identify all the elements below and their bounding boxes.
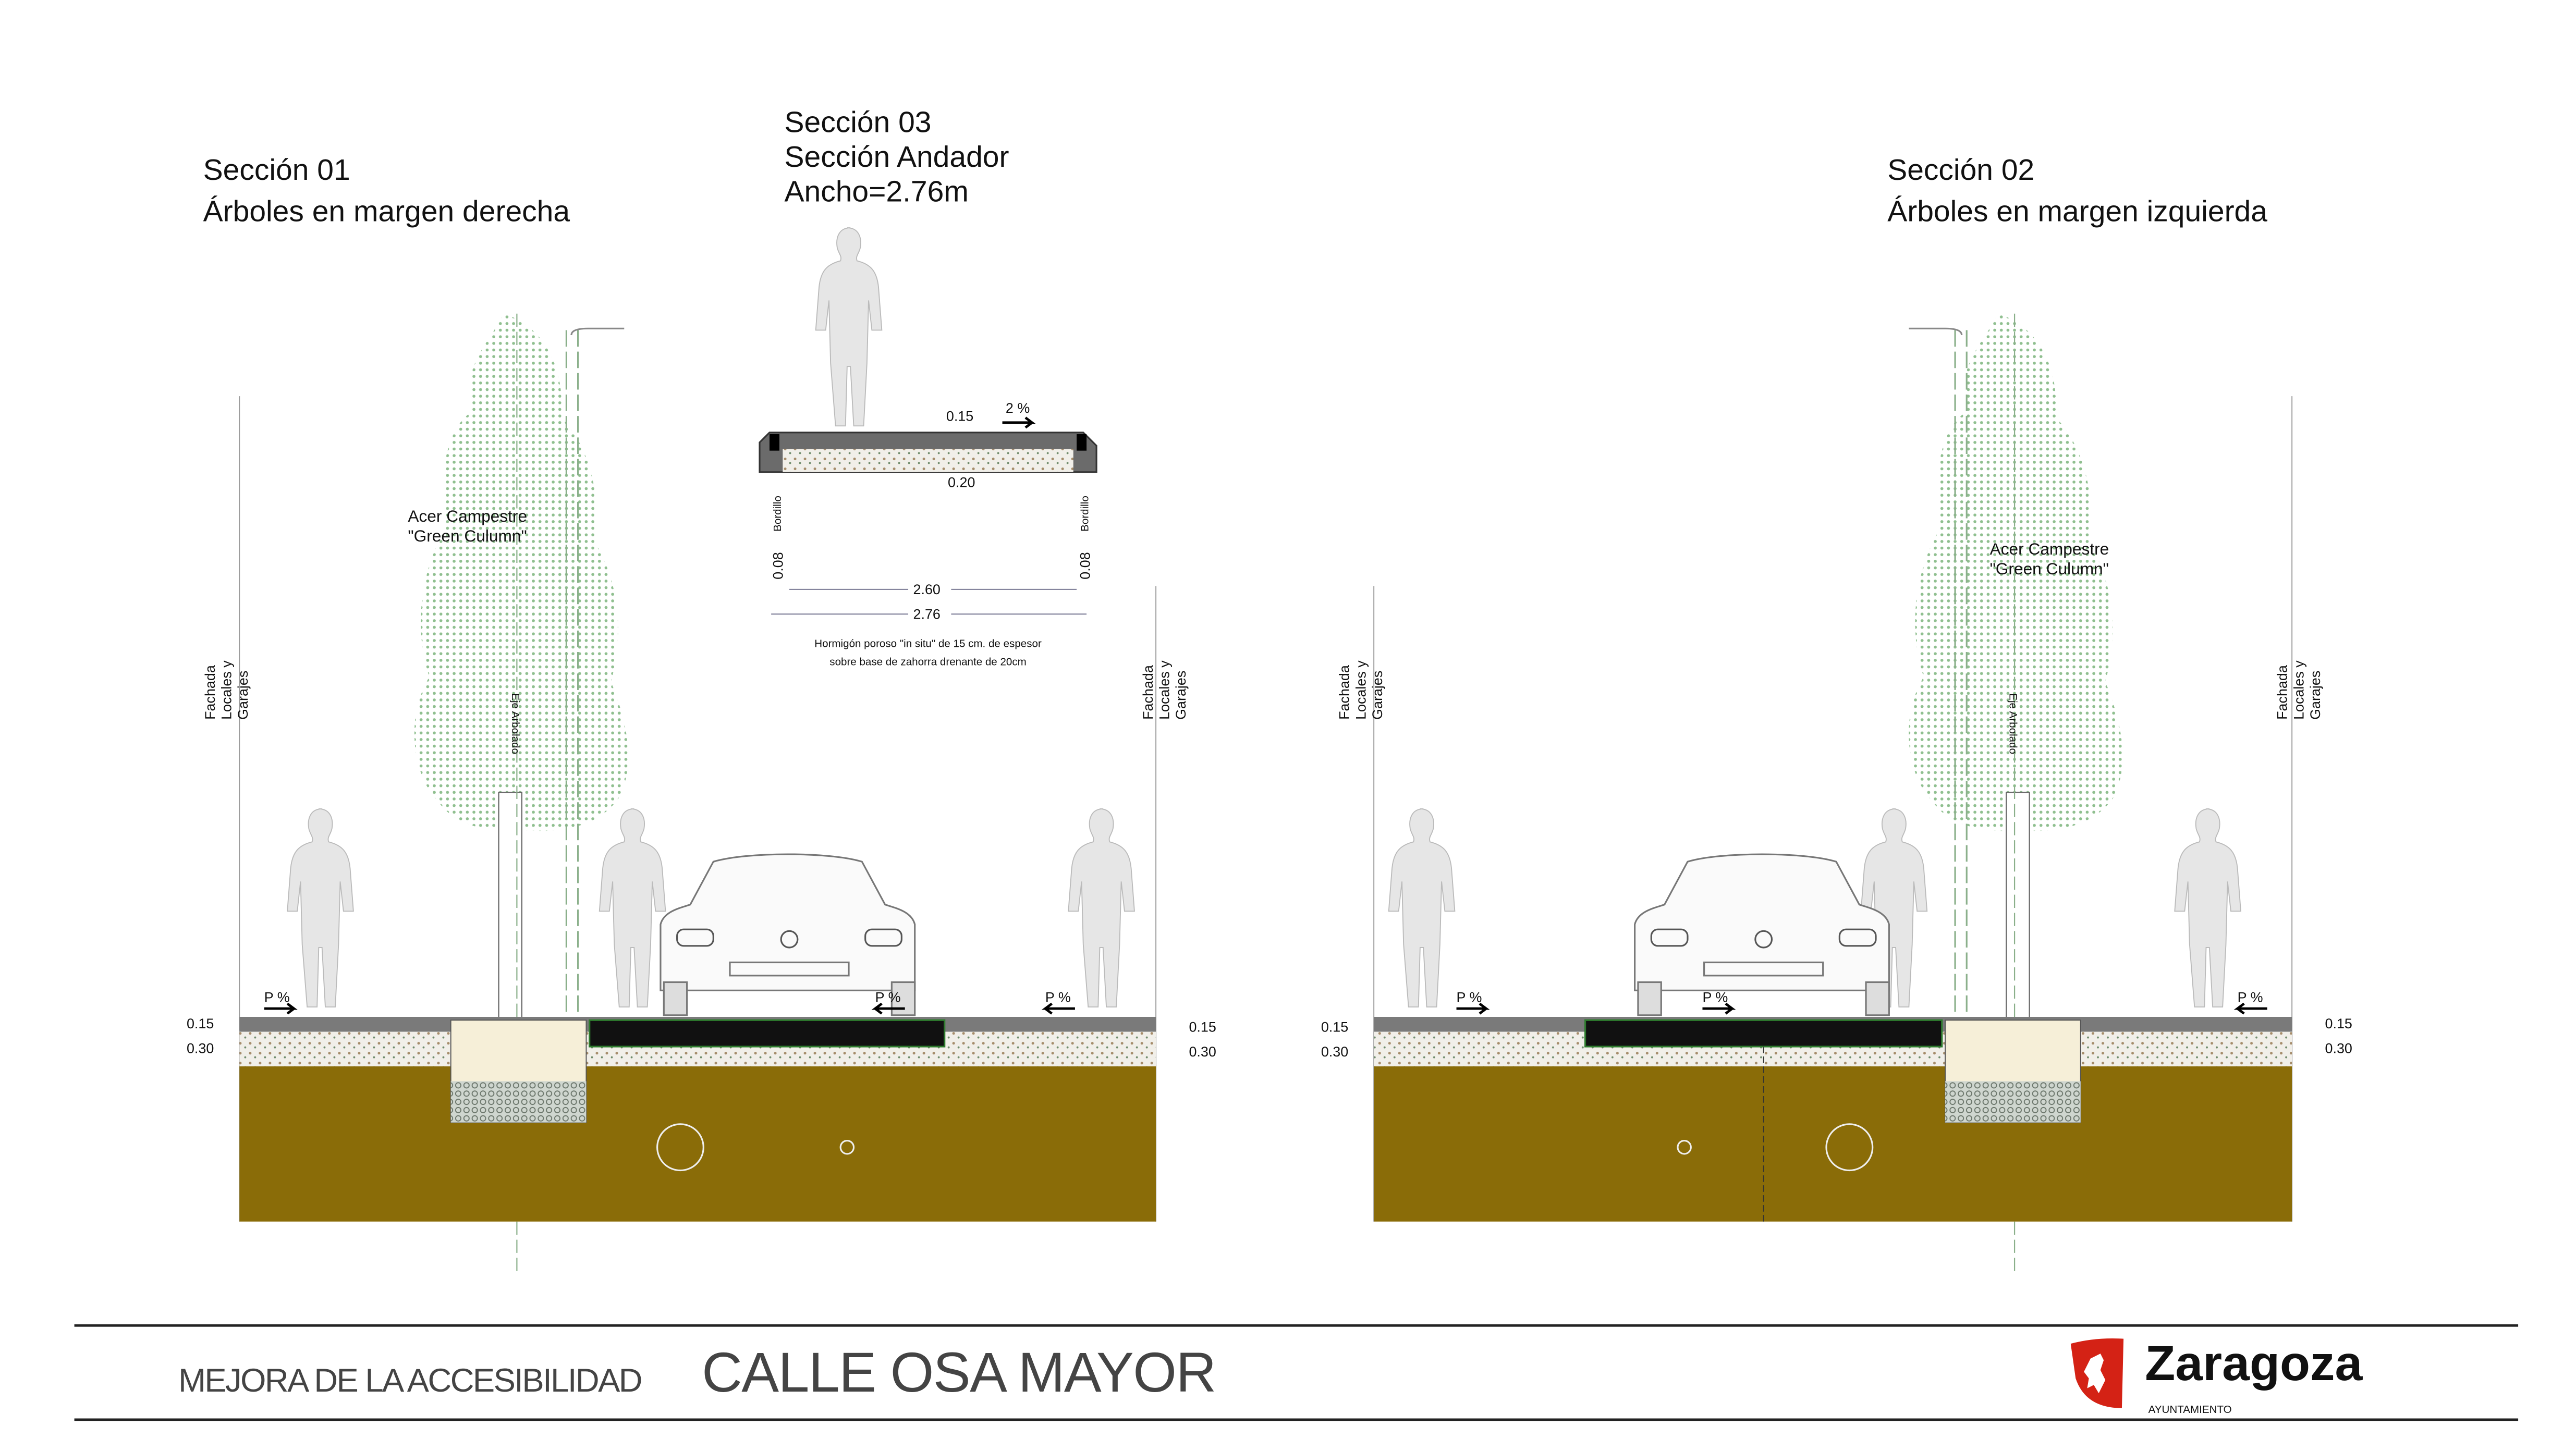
dim-276: 2.76 <box>913 607 941 622</box>
material-note-1: Hormigón poroso "in situ" de 15 cm. de e… <box>814 638 1042 650</box>
facade-label-left: Fachada Locales y Garajes <box>202 660 251 720</box>
dim-030-right: 0.30 <box>1189 1044 1216 1060</box>
tree-species-label: Acer Campestre <box>1990 539 2109 558</box>
svg-text:P %: P % <box>1702 990 1728 1005</box>
road-slab <box>1584 1019 1943 1048</box>
section-03-title: Sección 03 <box>784 105 931 139</box>
dim-030-left: 0.30 <box>1321 1044 1348 1060</box>
project-title: CALLE OSA MAYOR <box>702 1341 1216 1404</box>
dim-015-left: 0.15 <box>1321 1019 1348 1035</box>
logo-subtitle: AYUNTAMIENTO <box>2148 1404 2232 1416</box>
dim-015-right: 0.15 <box>2325 1016 2352 1031</box>
tree-silhouette <box>414 313 629 831</box>
section-03-subtitle: Sección Andador <box>784 140 1009 174</box>
slope-arrow <box>1002 416 1036 429</box>
dim-030-left: 0.30 <box>187 1041 214 1056</box>
dim-260: 2.60 <box>913 582 941 597</box>
car <box>1634 853 1890 1016</box>
svg-text:Locales y: Locales y <box>218 660 234 720</box>
tree-trunk <box>498 792 523 1021</box>
pedestrian-left <box>287 808 354 1007</box>
tree-species-label: Acer Campestre <box>408 507 527 525</box>
zaragoza-logo: Zaragoza AYUNTAMIENTO <box>2070 1336 2363 1416</box>
svg-text:Fachada: Fachada <box>202 665 218 720</box>
drain-pipe <box>656 1123 704 1172</box>
section-03: Sección 03 Sección Andador Ancho=2.76m 0… <box>759 105 1097 668</box>
svg-text:Locales y: Locales y <box>2291 660 2306 720</box>
section-02: Sección 02 Árboles en margen izquierda F… <box>1321 153 2352 1271</box>
section-03-width: Ancho=2.76m <box>784 175 968 208</box>
tree-axis-label: Eje Arbolado <box>509 693 521 754</box>
svg-text:Fachada: Fachada <box>1337 665 1352 720</box>
svg-text:P %: P % <box>875 990 901 1005</box>
svg-text:P %: P % <box>1457 990 1482 1005</box>
curb-dim-right: 0.08 <box>1077 552 1093 579</box>
project-prefix: MEJORA DE LA ACCESIBILIDAD <box>178 1362 641 1399</box>
slope-markers: P % P % P % <box>264 990 1075 1015</box>
section-01-subtitle: Árboles en margen derecha <box>203 194 570 228</box>
slope-2pct: 2 % <box>1006 400 1030 416</box>
curb-label-left: Bordillo <box>772 496 784 532</box>
facade-label-right: Fachada Locales y Garajes <box>1140 660 1189 720</box>
dim-015: 0.15 <box>946 409 973 424</box>
svg-text:P %: P % <box>264 990 290 1005</box>
soil-layer <box>239 1064 1156 1222</box>
svg-text:Garajes: Garajes <box>2308 671 2323 720</box>
cyclist <box>599 808 666 1007</box>
facade-label-right: Fachada Locales y Garajes <box>2275 660 2323 720</box>
svg-text:Fachada: Fachada <box>1140 665 1156 720</box>
title-block: MEJORA DE LA ACCESIBILIDAD CALLE OSA MAY… <box>74 1324 2519 1421</box>
curb-dim-left: 0.08 <box>770 552 786 579</box>
pedestrian-right <box>1068 808 1135 1007</box>
facade-label-left: Fachada Locales y Garajes <box>1337 660 1385 720</box>
street-lamp <box>570 327 625 336</box>
slope-markers: P % P % P % <box>1457 990 2267 1015</box>
svg-text:Garajes: Garajes <box>235 671 251 720</box>
curb-label-right: Bordillo <box>1079 496 1091 532</box>
road-slab <box>589 1019 946 1048</box>
dim-030-right: 0.30 <box>2325 1041 2352 1056</box>
logo-name: Zaragoza <box>2145 1336 2363 1391</box>
material-note-2: sobre base de zahorra drenante de 20cm <box>829 656 1027 668</box>
pedestrian-right <box>2174 808 2241 1007</box>
service-pipe <box>839 1139 855 1155</box>
tree-cultivar-label: "Green Culumn" <box>1990 559 2109 578</box>
dim-015-left: 0.15 <box>187 1016 214 1031</box>
svg-text:Garajes: Garajes <box>1173 671 1189 720</box>
svg-text:P %: P % <box>1045 990 1071 1005</box>
tree-axis-label: Eje Arbolado <box>2007 693 2019 754</box>
dim-015-right: 0.15 <box>1189 1019 1216 1035</box>
svg-text:Fachada: Fachada <box>2275 665 2290 720</box>
svg-text:Garajes: Garajes <box>1370 671 1385 720</box>
section-01-title: Sección 01 <box>203 153 350 187</box>
street-lamp <box>1909 327 1963 336</box>
section-02-title: Sección 02 <box>1887 153 2034 187</box>
svg-text:Locales y: Locales y <box>1156 660 1172 720</box>
dim-020: 0.20 <box>948 474 975 490</box>
tree-cultivar-label: "Green Culumn" <box>408 526 527 545</box>
section-01: Sección 01 Árboles en margen derecha Fac… <box>187 153 1216 1271</box>
pedestrian <box>815 227 883 427</box>
svg-text:P %: P % <box>2238 990 2263 1005</box>
svg-text:Locales y: Locales y <box>1353 660 1369 720</box>
pedestrian-left <box>1388 808 1456 1007</box>
section-02-subtitle: Árboles en margen izquierda <box>1887 194 2267 228</box>
